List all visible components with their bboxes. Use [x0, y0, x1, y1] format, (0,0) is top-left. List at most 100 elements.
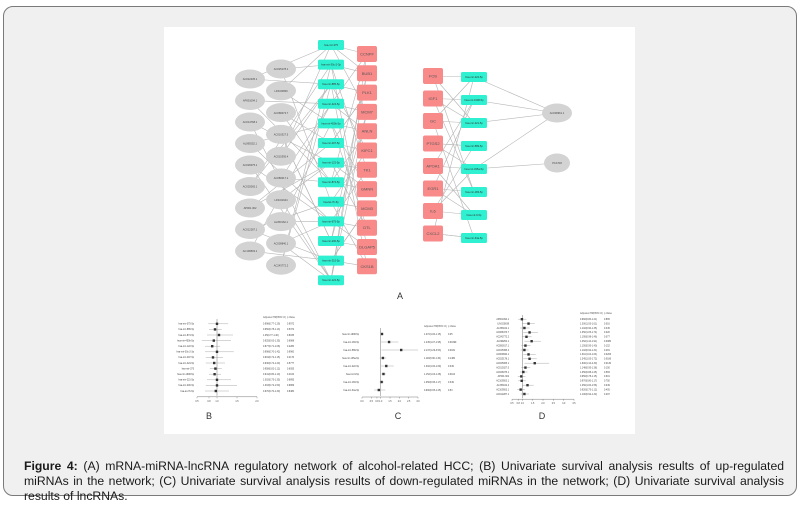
- mirna-node: hsa-let-7b-5p: [318, 196, 344, 207]
- forest-row-label: AC025178.1: [496, 358, 509, 361]
- forest-row-ci: 0.998(0.77-1.29): [263, 324, 280, 326]
- forest-header-p: p Value: [604, 312, 613, 315]
- forest-header-ci: Adjusted HR(95% CI): [580, 312, 603, 315]
- mirna-node: hsa-mir-375: [318, 40, 344, 50]
- figure-caption: Figure 4: (A) mRNA-miRNA-lncRNA regulato…: [24, 459, 784, 504]
- network-edge: [330, 111, 368, 281]
- forest-row-p: 0.750: [604, 381, 610, 383]
- forest-row-label: hsa-mir-375: [182, 367, 195, 370]
- network-nodes: AC012435.1AP001094.1AC014768.1AL099252.1…: [235, 40, 572, 286]
- node-label: AC009961.1: [550, 111, 565, 115]
- forest-row-p: 0.601: [604, 376, 610, 378]
- lncrna-node: AC009961.1: [542, 103, 572, 123]
- hr-point: [215, 384, 219, 387]
- hr-point: [215, 322, 219, 325]
- forest-row-label: AL353162.1: [497, 327, 510, 330]
- forest-row-label: AC109503.1: [496, 388, 509, 391]
- forest-row-ci: 1.600(1.10-2.30): [580, 363, 597, 365]
- panel-label-c: C: [395, 411, 402, 421]
- lncrna-node: AC025178.1: [266, 59, 296, 79]
- forest-row-ci: 1.445(1.07-1.95): [424, 342, 441, 344]
- hr-point: [382, 372, 385, 376]
- forest-row-ci: 0.925(0.63-1.35): [263, 340, 280, 342]
- node-label: CXCL2: [427, 231, 441, 236]
- hr-point: [523, 348, 526, 352]
- x-tick-label: 1.5: [531, 403, 535, 405]
- node-label: FOS: [429, 74, 438, 79]
- forest-row-ci: 1.072(1.00-1.15): [424, 334, 441, 336]
- node-label: AC068473.7: [274, 111, 289, 115]
- forest-row-label: hsa-mir-34a-5p: [343, 389, 359, 392]
- forest-row-label: LINC00839: [497, 323, 509, 325]
- forest-row-label: hsa-let-7b-5p: [180, 390, 194, 393]
- hr-point: [523, 326, 526, 330]
- forest-row-label: AL353162.2: [497, 384, 510, 387]
- node-label: AL099252.1: [243, 142, 258, 146]
- caption-text: (A) mRNA-miRNA-lncRNA regulatory network…: [24, 459, 784, 503]
- hr-point: [520, 379, 523, 382]
- forest-row-label: AC025065.1: [496, 362, 509, 365]
- hr-point: [522, 370, 525, 374]
- network-edge: [473, 76, 558, 114]
- forest-row-ci: 1.148(0.95-1.38): [580, 367, 597, 369]
- hr-point: [377, 388, 380, 392]
- hr-point: [213, 373, 216, 376]
- node-label: BUB1: [362, 71, 373, 76]
- mrna-node: IL6: [423, 203, 443, 219]
- network-edge: [330, 73, 368, 242]
- x-tick-label: 0.5: [510, 403, 514, 405]
- lncrna-node: AC015395.4: [266, 146, 296, 166]
- forest-header-ci: Adjusted HR(95% CI): [263, 316, 286, 319]
- node-label: hsa-mir-122-5p: [322, 278, 340, 282]
- x-tick-label: 3.0: [416, 401, 420, 403]
- hr-point: [527, 353, 530, 356]
- forest-row-p: 0.016: [604, 323, 610, 325]
- mrna-node: APOA1: [423, 158, 443, 174]
- mirna-node: hsa-mir-9-5p: [461, 210, 487, 220]
- forest-row-p: 0.077: [604, 337, 610, 339]
- forest-row-label: hsa-mir-589-5p: [343, 349, 359, 352]
- mirna-node: hsa-mir-221-5p: [461, 118, 487, 128]
- node-label: IL6: [430, 209, 436, 214]
- mrna-node: DTL: [357, 219, 377, 236]
- mrna-node: CCNPF: [357, 46, 377, 62]
- forest-row-label: hsa-mir-424-5p: [178, 362, 194, 365]
- figure-svg: AC012435.1AP001094.1AC014768.1AL099252.1…: [177, 40, 613, 421]
- forest-row-label: AC109503.1: [496, 380, 509, 383]
- node-label: AP001094.1: [243, 99, 258, 103]
- forest-row-p: 0.020: [604, 332, 610, 334]
- forest-row-ci: 0.950(0.78-1.13): [263, 329, 280, 331]
- hr-point: [387, 340, 391, 344]
- lncrna-node: LINC01644: [266, 190, 296, 210]
- node-label: PTGS2: [426, 141, 440, 146]
- forest-row-p: 0.8480: [287, 391, 295, 393]
- mrna-node: FOS: [423, 68, 443, 84]
- forest-row-p: 0.405: [604, 389, 610, 391]
- network-edge: [280, 103, 332, 179]
- x-tick-label: 1.0: [379, 401, 383, 403]
- forest-row-p: 0.05: [448, 334, 453, 336]
- node-label: AL353162.1: [274, 220, 289, 224]
- forest-row-label: hsa-mir-222-5p: [343, 365, 359, 368]
- forest-row-ci: 1.310(1.04-1.64): [580, 354, 597, 356]
- node-label: AC012287.1: [243, 228, 258, 232]
- mirna-node: hsa-mir-34a-5p: [461, 233, 487, 243]
- forest-row-ci: 1.152(1.03-1.28): [424, 374, 441, 376]
- forest-row-ci: 0.970(0.80-1.17): [580, 381, 597, 383]
- forest-row-p: 0.2280: [287, 346, 295, 348]
- node-label: hsa-mir-122-5p: [322, 161, 340, 165]
- lncrna-node: LINC00839: [266, 81, 296, 101]
- forest-row-p: 0.01699: [448, 342, 457, 344]
- node-label: AC026075.1: [243, 163, 258, 167]
- forest-row-p: 0.345: [604, 328, 610, 330]
- node-label: hsa-mir-215-5p: [322, 259, 340, 263]
- x-tick-label: 0.8: [517, 403, 521, 405]
- forest-row-ci: 2.137(1.29-3.53): [424, 350, 441, 352]
- mirna-node: hsa-mir-1908-5p: [461, 95, 487, 105]
- forest-row-label: AC080017.1: [496, 344, 509, 347]
- forest-row-ci: 1.003(0.72-1.50): [263, 385, 280, 387]
- forest-row-ci: 0.941(0.80-1.10): [263, 374, 280, 376]
- lncrna-node: PCAT18: [544, 153, 570, 173]
